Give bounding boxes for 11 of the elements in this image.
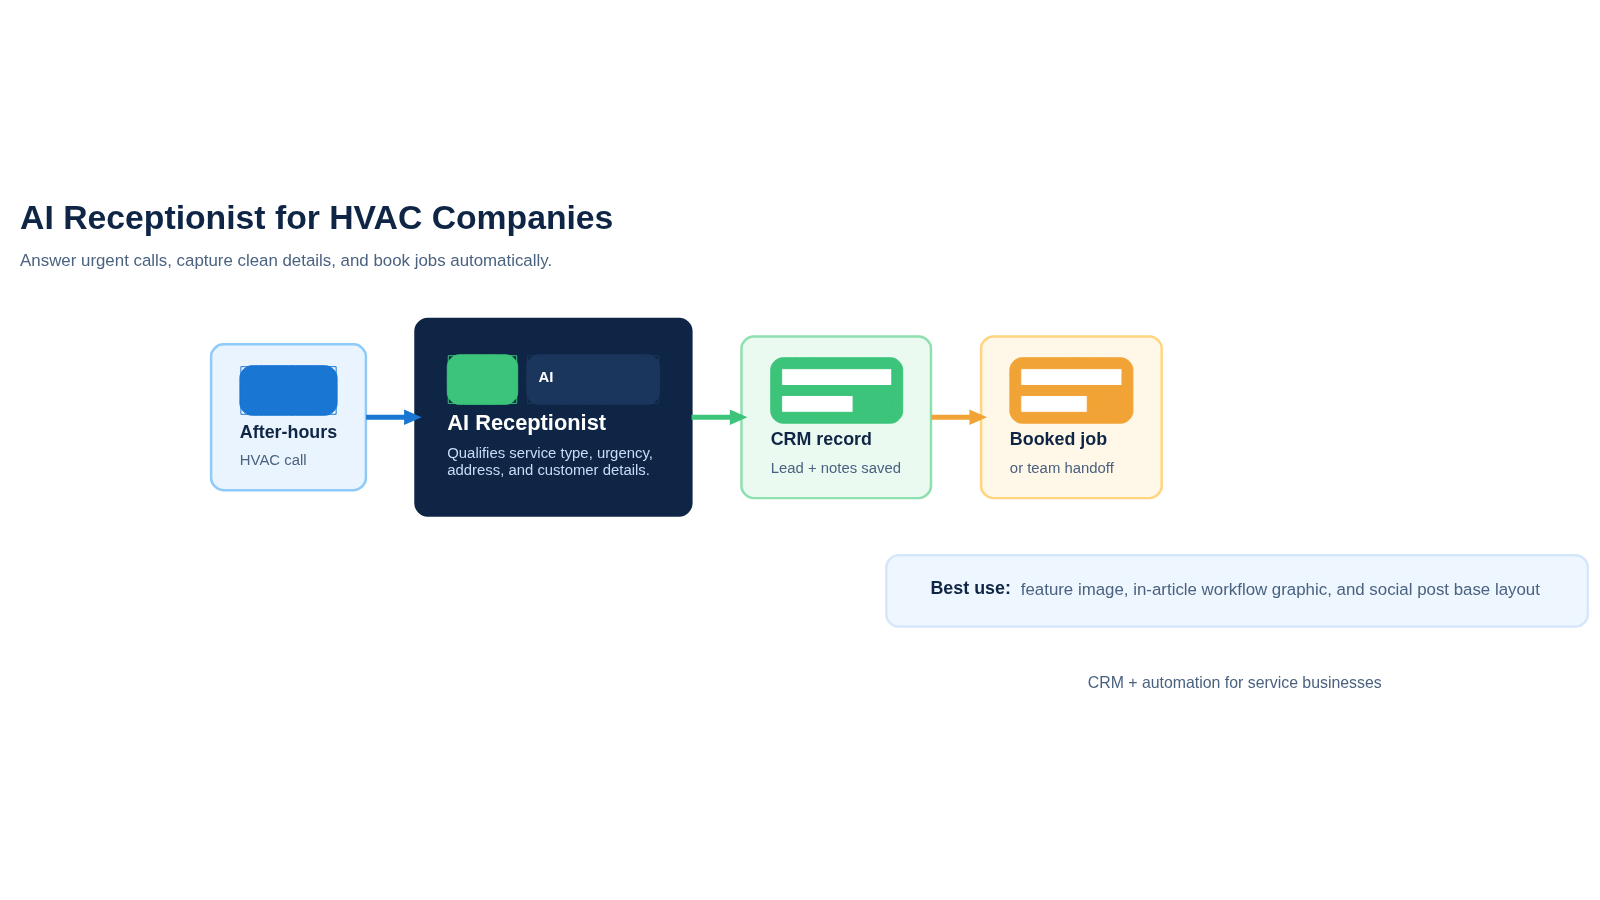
node-box: AI AI Receptionist Qualifies service type, urgency, address, and customer details. [414,317,693,517]
label: CRM + automation for service businesses [1087,673,1382,691]
arrow [931,409,987,425]
diagram-title: AI Receptionist for HVAC Companies [20,197,614,236]
node-box: Booked job or team handoff [979,334,1163,499]
node-box: CRM record Lead + notes saved [740,334,933,499]
node-box: After-hours HVAC call [209,342,368,491]
node-box: Best use: feature image, in-article workflow graphic, and social post base layout [885,553,1590,628]
arrow [366,409,422,425]
arrow [691,409,748,425]
label: Answer urgent calls, capture clean details, and book jobs automatically. [20,250,553,270]
